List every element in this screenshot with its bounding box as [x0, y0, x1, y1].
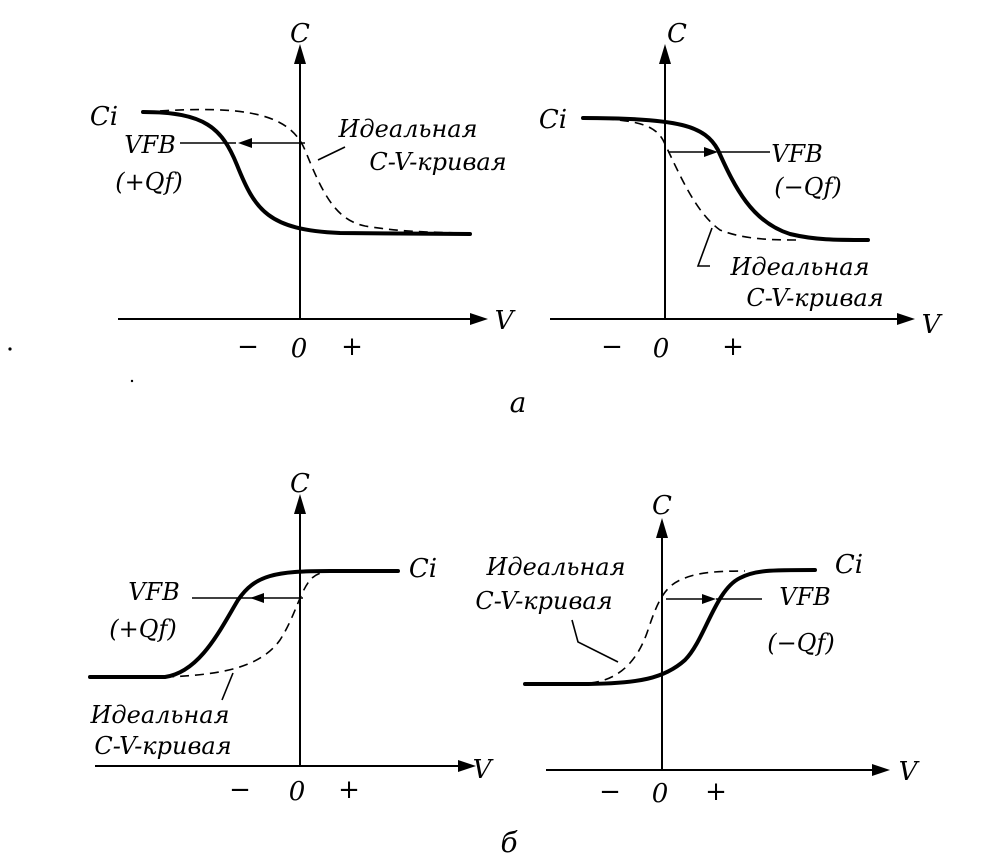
vfb-shift-arrowhead [250, 593, 264, 603]
plus-tick-label: + [341, 332, 363, 362]
measured-cv-curve [88, 569, 400, 679]
y-axis-arrowhead [294, 44, 306, 64]
ideal-cv-curve [589, 570, 746, 684]
zero-tick-label: 0 [289, 777, 306, 807]
plus-tick-label: + [722, 332, 744, 362]
x-axis-arrowhead [872, 764, 890, 776]
qf-label: (+Qf) [109, 615, 176, 643]
c-axis-label: C [652, 491, 672, 521]
v-axis-label: V [495, 306, 516, 336]
vfb-shift-arrowhead [702, 594, 716, 604]
ci-label: Ci [409, 554, 437, 584]
scan-speck [130, 379, 134, 383]
ideal-label-line1: Идеальная [485, 553, 625, 581]
panel-b-left: C V Ci VFB (+Qf) Идеальная C-V-кривая − … [88, 469, 494, 807]
qf-label: (−Qf) [774, 173, 841, 201]
c-axis-label: C [290, 19, 310, 49]
c-axis-label: C [667, 19, 687, 49]
x-axis-arrowhead [470, 313, 488, 325]
vfb-label: VFB [771, 140, 823, 168]
qf-label: (+Qf) [115, 168, 182, 196]
vfb-shift-arrowhead [704, 147, 718, 157]
zero-tick-label: 0 [652, 779, 669, 809]
vfb-label: VFB [124, 131, 176, 159]
vfb-shift-arrowhead [238, 138, 252, 148]
panel-b-right: C V Ci VFB (−Qf) Идеальная C-V-кривая − … [475, 491, 919, 809]
ideal-leader-line [317, 146, 346, 161]
ideal-leader-line [696, 227, 713, 267]
panel-a-left: C V Ci VFB (+Qf) Идеальная C-V-кривая − … [90, 19, 516, 364]
part-a-label: a [510, 386, 527, 419]
vfb-label: VFB [779, 583, 831, 611]
minus-tick-label: − [229, 775, 251, 805]
ideal-label-line1: Идеальная [729, 253, 869, 281]
ci-label: Ci [90, 102, 118, 132]
y-axis-arrowhead [656, 518, 668, 538]
measured-cv-curve [523, 568, 817, 686]
ideal-label-line2: C-V-кривая [369, 148, 506, 176]
measured-cv-curve [141, 110, 472, 236]
panel-a-right: C V Ci VFB (−Qf) Идеальная C-V-кривая − … [539, 19, 943, 364]
vfb-label: VFB [128, 578, 180, 606]
x-axis-arrowhead [897, 313, 915, 325]
zero-tick-label: 0 [653, 334, 670, 364]
minus-tick-label: − [599, 777, 621, 807]
minus-tick-label: − [601, 332, 623, 362]
ideal-leader-line [571, 619, 619, 663]
ideal-cv-curve [589, 117, 801, 241]
ideal-label-line2: C-V-кривая [94, 732, 231, 760]
ideal-leader-line [221, 672, 234, 701]
v-axis-label: V [922, 310, 943, 340]
minus-tick-label: − [237, 332, 259, 362]
plus-tick-label: + [705, 777, 727, 807]
scan-speck [8, 347, 12, 351]
ideal-label-line1: Идеальная [337, 115, 477, 143]
y-axis-arrowhead [294, 494, 306, 514]
ci-label: Ci [835, 550, 863, 580]
zero-tick-label: 0 [291, 334, 308, 364]
v-axis-label: V [899, 757, 920, 787]
ci-label: Ci [539, 105, 567, 135]
ideal-label-line2: C-V-кривая [475, 587, 612, 615]
v-axis-label: V [473, 755, 494, 785]
qf-label: (−Qf) [767, 629, 834, 657]
part-b-label: б [500, 826, 518, 859]
x-axis-arrowhead [458, 760, 476, 772]
ideal-label-line1: Идеальная [89, 701, 229, 729]
measured-cv-curve [581, 116, 870, 242]
ideal-label-line2: C-V-кривая [746, 284, 883, 312]
plus-tick-label: + [338, 775, 360, 805]
y-axis-arrowhead [659, 44, 671, 64]
ideal-cv-curve [144, 108, 461, 234]
c-axis-label: C [290, 469, 310, 499]
